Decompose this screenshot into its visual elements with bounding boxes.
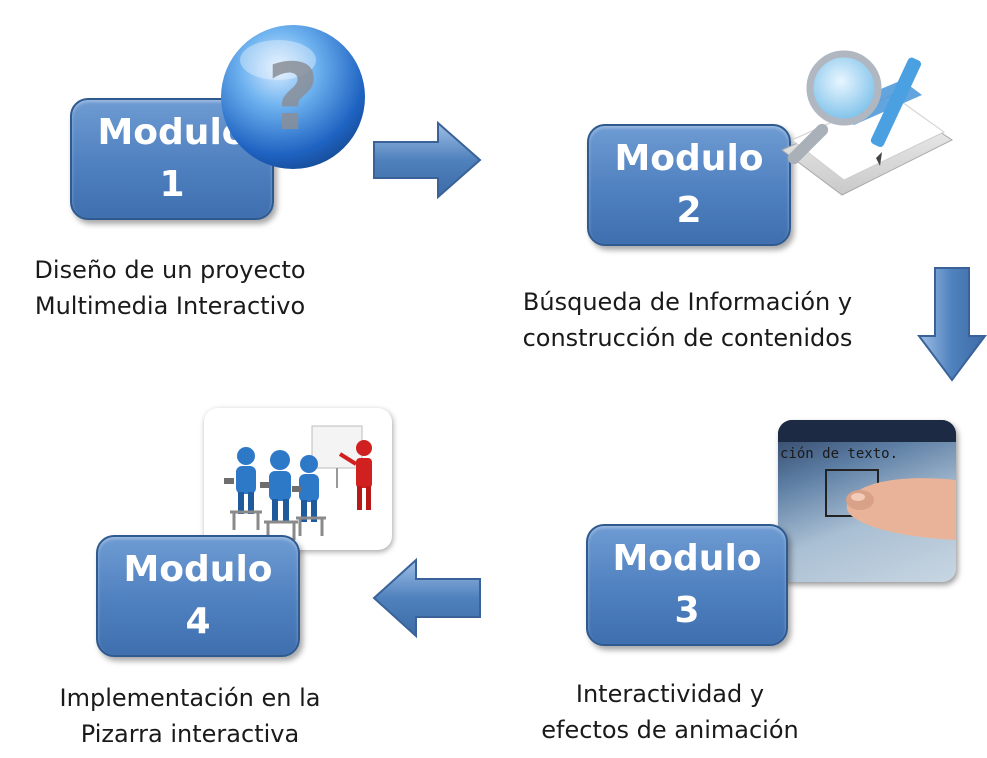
module-1-number: 1 [159, 164, 185, 205]
module-4-number: 4 [185, 601, 211, 642]
module-1-caption: Diseño de un proyecto Multimedia Interac… [34, 256, 306, 320]
module-4-caption: Implementación en la Pizarra interactiva [59, 684, 321, 748]
module-2-number: 2 [676, 190, 702, 231]
module-3-number: 3 [674, 590, 700, 631]
arrow-left-icon [372, 557, 481, 639]
module-3-word: Modulo [612, 538, 762, 579]
module-2-word: Modulo [614, 138, 764, 179]
svg-text:?: ? [266, 44, 319, 151]
module-3-caption: Interactividad y efectos de animación [541, 680, 799, 744]
module-1-word: Modulo [97, 112, 247, 153]
question-bubble-icon: ? [221, 25, 365, 169]
screen-text: ción de texto. [780, 446, 899, 462]
arrow-down-icon [917, 267, 987, 382]
module-4-box: Modulo 4 [96, 535, 300, 657]
arrow-right-icon [373, 120, 482, 200]
module-2-box: Modulo 2 [587, 124, 791, 246]
module-3-box: Modulo 3 [586, 524, 788, 646]
module-2-caption: Búsqueda de Información y construcción d… [522, 288, 853, 352]
presentation-people-icon [204, 408, 392, 550]
book-magnifier-icon [781, 50, 953, 196]
touchscreen-finger-icon: ción de texto. [778, 420, 956, 582]
module-4-word: Modulo [123, 549, 273, 590]
